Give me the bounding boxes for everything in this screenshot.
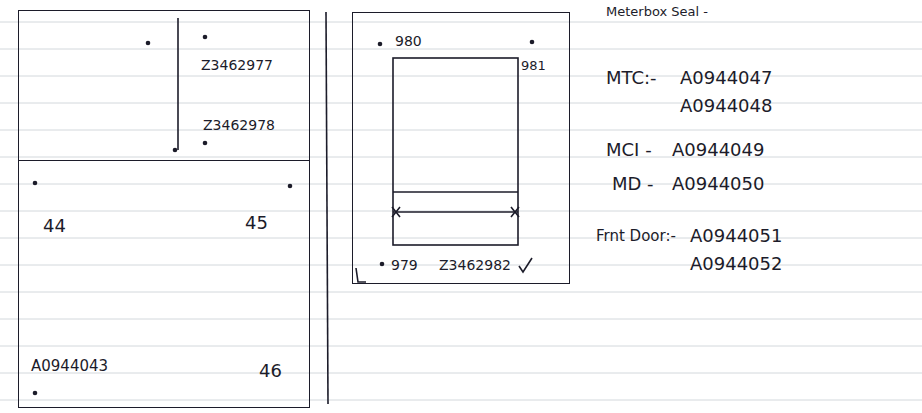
title-slot: Meterbox Seal - bbox=[606, 5, 708, 20]
label-slot: A0944052 bbox=[690, 254, 782, 275]
label-slot: Frnt Door:- bbox=[596, 228, 676, 245]
text-slot: 44 bbox=[43, 216, 66, 237]
cross-mark bbox=[511, 207, 519, 217]
seal-note: A0944049 bbox=[672, 140, 764, 161]
window-line bbox=[393, 191, 518, 193]
seal-number: 46 bbox=[259, 361, 282, 382]
cross-mark bbox=[392, 207, 400, 217]
meter-box: 980 981 979 Z3462982 bbox=[352, 12, 570, 284]
seal-dots bbox=[33, 35, 535, 396]
label-slot: A0944048 bbox=[680, 96, 772, 117]
label-slot: MCI - bbox=[606, 140, 652, 161]
seal-note: MTC:- bbox=[606, 68, 657, 89]
text-slot: Z3462977 bbox=[201, 57, 273, 73]
seal-note: A0944051 bbox=[690, 226, 782, 247]
text-slot: 980 bbox=[395, 33, 422, 49]
lower-compartment: 44 45A0944043 46 bbox=[18, 160, 310, 408]
text-slot: 46 bbox=[259, 361, 282, 382]
text-slot: Z3462982 bbox=[439, 257, 511, 273]
window-line bbox=[393, 211, 518, 213]
label-slot: MTC:- bbox=[606, 68, 657, 89]
seal-note: Frnt Door:- bbox=[596, 228, 676, 245]
seal-note: MD - bbox=[612, 174, 654, 195]
ink-lines bbox=[178, 12, 532, 404]
seal-note: A0944050 bbox=[672, 174, 764, 195]
text-slot: 45 bbox=[245, 213, 268, 234]
meter-window bbox=[393, 58, 518, 245]
panel-edge bbox=[326, 12, 328, 404]
label-slot: A0944049 bbox=[672, 140, 764, 161]
label-slot: A0944051 bbox=[690, 226, 782, 247]
label-slot: A0944050 bbox=[672, 174, 764, 195]
text-slot: 979 bbox=[391, 257, 418, 273]
label-slot: A0944047 bbox=[680, 68, 772, 89]
seal-note: MCI - bbox=[606, 140, 652, 161]
check-mark bbox=[519, 258, 532, 272]
text-slot: 981 bbox=[521, 59, 546, 74]
label-slot: MD - bbox=[612, 174, 654, 195]
seal-number: 979 bbox=[391, 257, 418, 273]
seal-number: 980 bbox=[395, 33, 422, 49]
seal-number: Z3462978 bbox=[203, 117, 275, 133]
seal-note: A0944052 bbox=[690, 254, 782, 275]
seal-number: A0944043 bbox=[31, 358, 108, 375]
seal-number: Z3462982 bbox=[439, 257, 511, 273]
ruled-lines bbox=[0, 22, 922, 400]
seal-note: A0944048 bbox=[680, 96, 772, 117]
divider-line bbox=[177, 18, 179, 150]
text-slot: A0944043 bbox=[31, 358, 108, 375]
seal-number: 981 bbox=[521, 59, 546, 74]
bracket-mark bbox=[356, 268, 366, 282]
seal-number: 44 bbox=[43, 216, 66, 237]
upper-compartment: Z3462977Z3462978 bbox=[18, 10, 310, 161]
text-slot: Z3462978 bbox=[203, 117, 275, 133]
seal-number: Z3462977 bbox=[201, 57, 273, 73]
seal-number: 45 bbox=[245, 213, 268, 234]
sketch-title: Meterbox Seal - bbox=[606, 5, 708, 20]
seal-note: A0944047 bbox=[680, 68, 772, 89]
